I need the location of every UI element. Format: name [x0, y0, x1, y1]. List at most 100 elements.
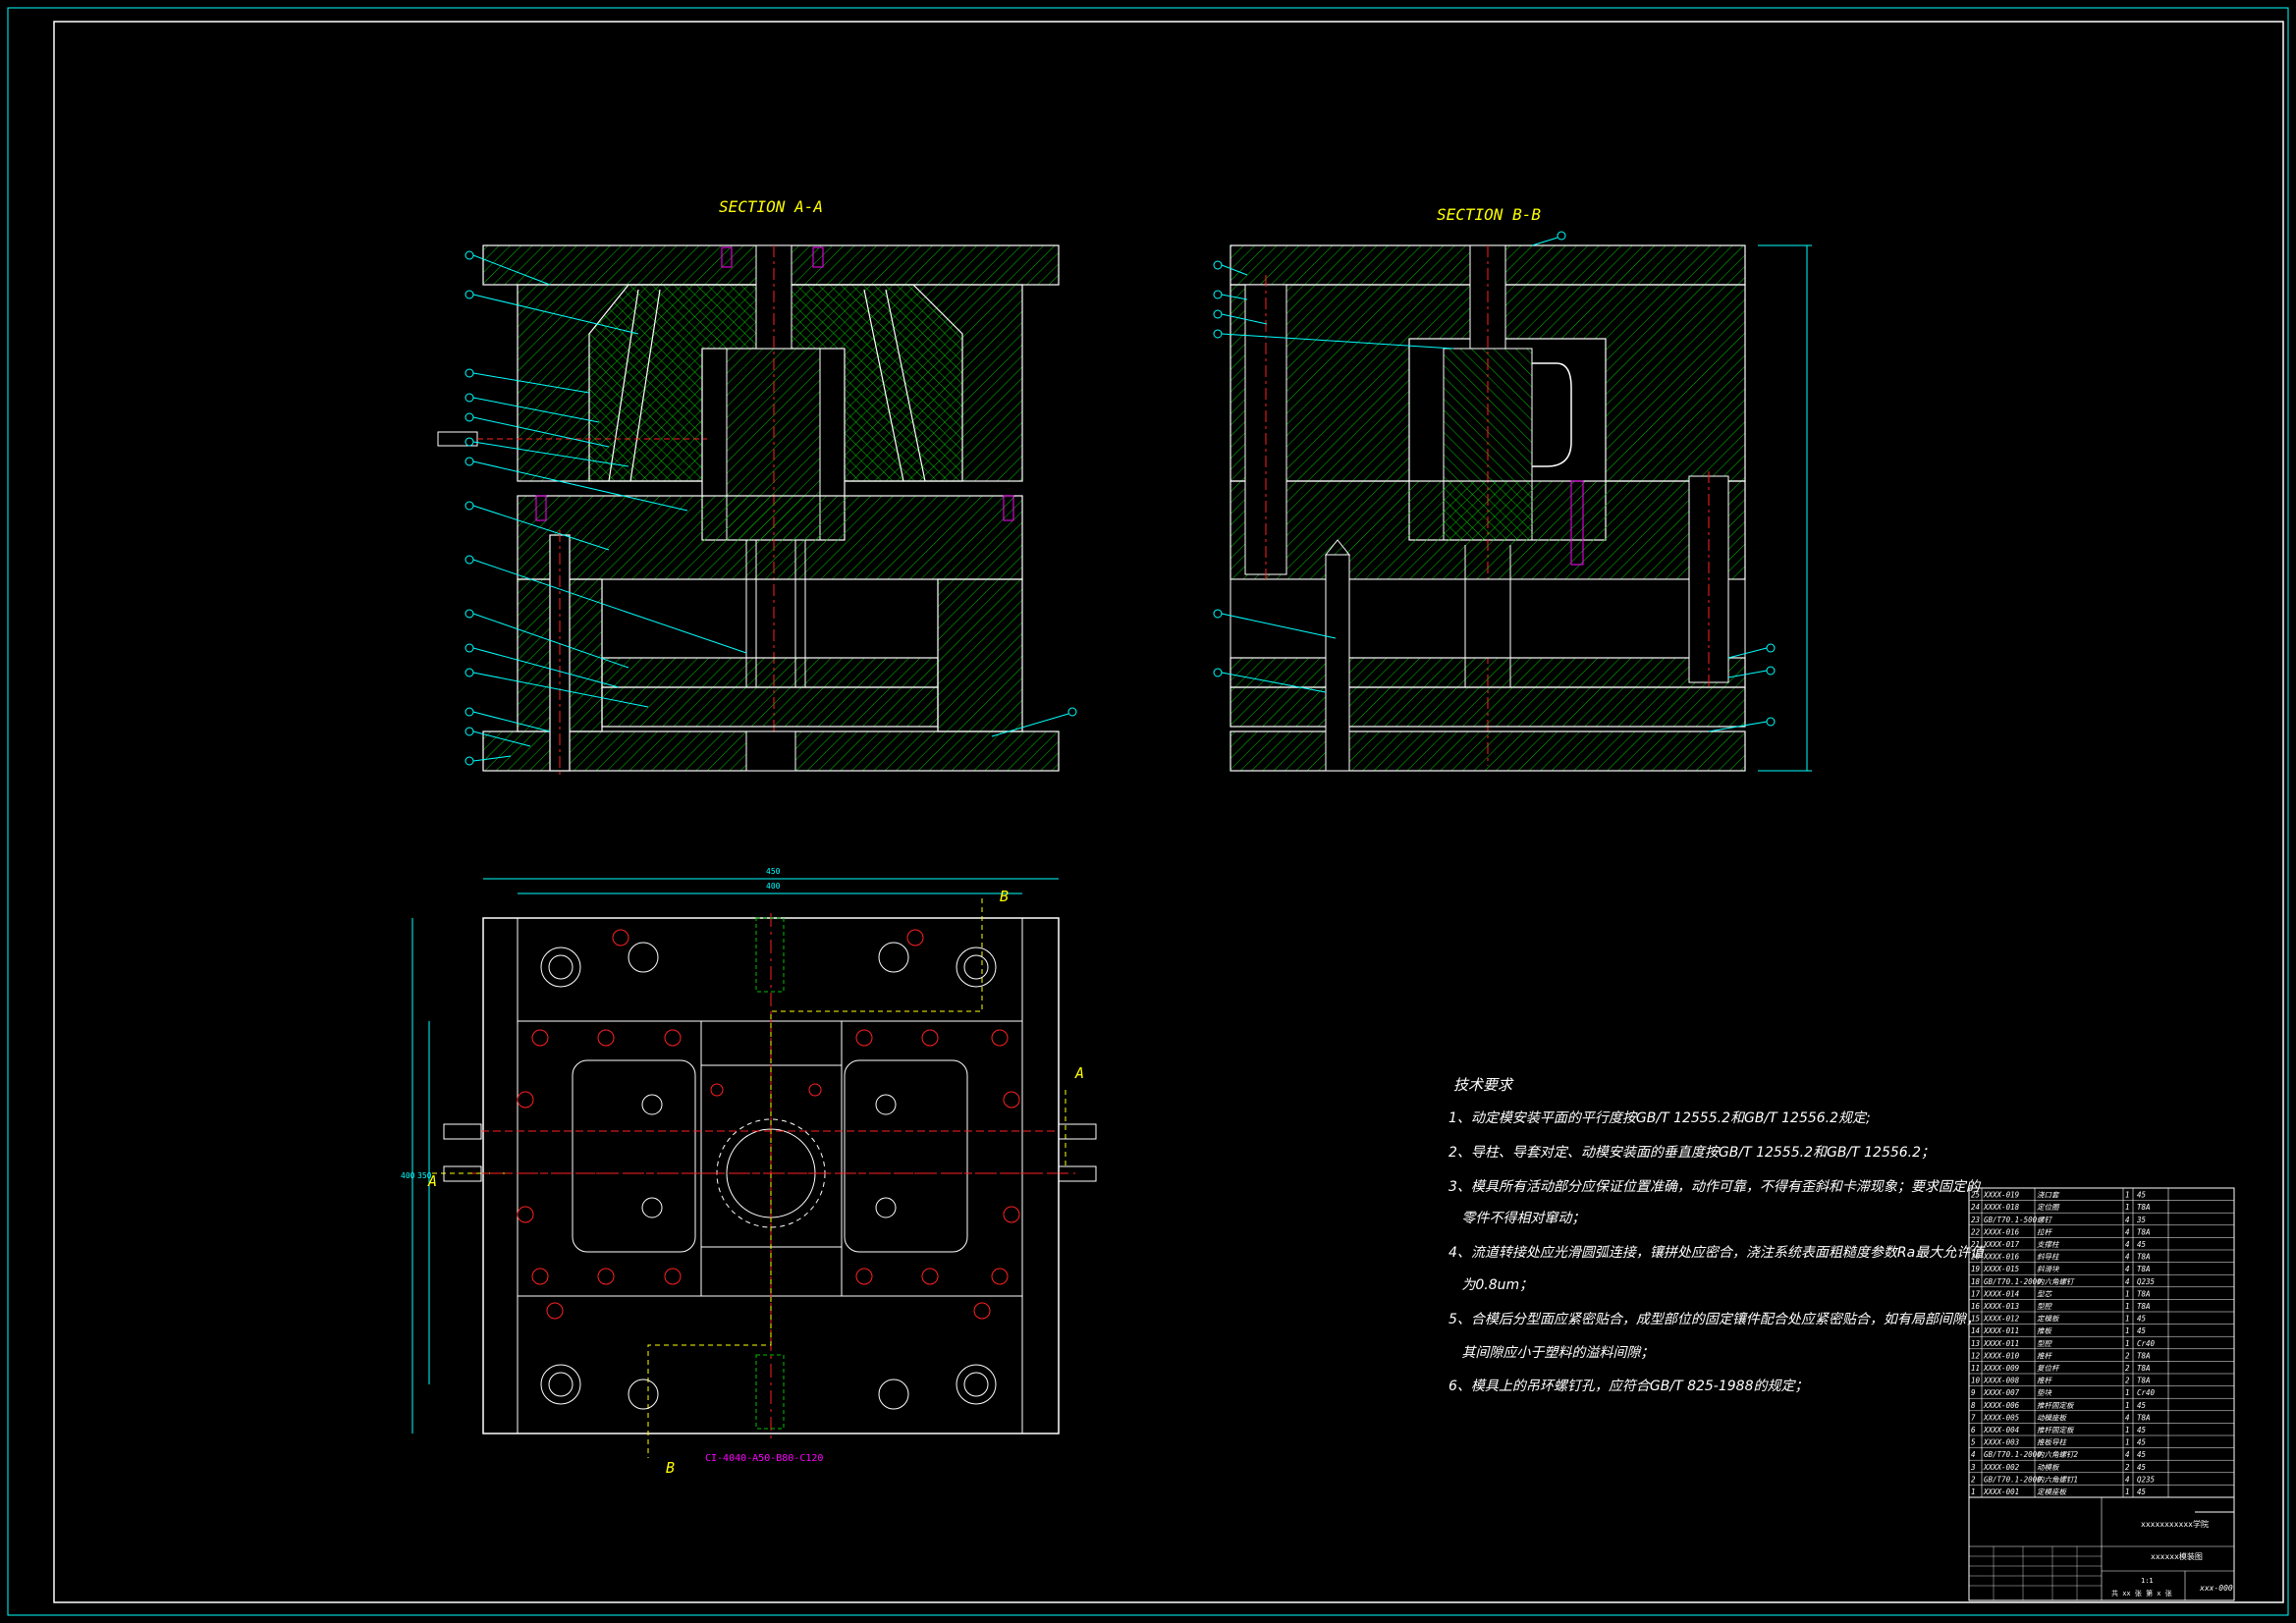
- bom-cell: XXXX-014: [1983, 1289, 2019, 1298]
- bom-cell: 型腔: [2037, 1339, 2053, 1348]
- bom-cell: 6: [1971, 1426, 1976, 1434]
- bom-cell: 型腔: [2037, 1302, 2053, 1311]
- note-line-3: 3、模具所有活动部分应保证位置准确，动作可靠，不得有歪斜和卡滞现象；要求固定的: [1449, 1179, 1982, 1195]
- bom-cell: 45: [2137, 1438, 2147, 1447]
- bom-cell: 24: [1971, 1203, 1980, 1212]
- bom-cell: 型芯: [2037, 1289, 2053, 1298]
- bom-cell: 内六角螺钉2: [2037, 1450, 2078, 1459]
- bom-cell: T8A: [2137, 1351, 2151, 1360]
- bom-cell: 拉杆: [2037, 1227, 2053, 1236]
- bom-cell: 推杆: [2037, 1377, 2053, 1385]
- title-company: xxxxxxxxxxx学院: [2141, 1519, 2209, 1529]
- inner-frame: [53, 21, 2284, 1603]
- bom-cell: 垫块: [2037, 1388, 2052, 1397]
- bom-cell: 7: [1971, 1413, 1976, 1422]
- bom-cell: 20: [1971, 1253, 1981, 1262]
- title-block: xxxxxxxxxxx学院 xxxxxx模装图 xxx-000 共 xx 张 第…: [1968, 1496, 2235, 1601]
- bom-cell: 2: [1971, 1475, 1976, 1484]
- note-line-9: 6、模具上的吊环螺钉孔，应符合GB/T 825-1988的规定；: [1449, 1379, 1808, 1394]
- bom-cell: 16: [1971, 1302, 1981, 1311]
- bom-cell: XXXX-002: [1983, 1463, 2020, 1472]
- bom-cell: 推杆固定板: [2037, 1401, 2075, 1410]
- bom-cell: 内六角螺钉: [2037, 1277, 2075, 1286]
- bom-cell: XXXX-016: [1983, 1253, 2020, 1262]
- section-a-title: SECTION A-A: [719, 197, 823, 216]
- bom-cell: 9: [1971, 1388, 1976, 1397]
- bom-cell: XXXX-011: [1983, 1326, 2019, 1335]
- bom-cell: Q235: [2137, 1277, 2156, 1286]
- bom-cell: 定位圈: [2037, 1203, 2060, 1212]
- bom-cell: GB/T70.1-500: [1984, 1216, 2038, 1224]
- bom-cell: GB/T70.1-2000: [1984, 1475, 2042, 1484]
- bom-cell: 23: [1971, 1216, 1981, 1224]
- bom-cell: 45: [2137, 1450, 2147, 1459]
- mold-base-spec: CI-4040-A50-B80-C120: [705, 1453, 823, 1464]
- dim-400-v: 400: [401, 1171, 415, 1180]
- bom-cell: 复位杆: [2037, 1364, 2060, 1373]
- bom-cell: 11: [1971, 1364, 1980, 1373]
- note-line-6: 为0.8um；: [1449, 1277, 1533, 1293]
- bom-cell: 13: [1971, 1339, 1981, 1348]
- bom-cell: 14: [1971, 1326, 1980, 1335]
- note-line-5: 4、流道转接处应光滑圆弧连接，镶拼处应密合，浇注系统表面粗糙度参数Ra最大允许值: [1449, 1245, 1986, 1261]
- bom-cell: 35: [2136, 1216, 2147, 1224]
- section-a-a-view: SECTION A-A: [437, 197, 1077, 776]
- bom-cell: T8A: [2137, 1253, 2151, 1262]
- bom-cell: 1: [2125, 1401, 2130, 1410]
- bom-cell: 推板导柱: [2037, 1438, 2067, 1447]
- bom-cell: 1: [2125, 1339, 2130, 1348]
- bom-cell: 4: [2125, 1475, 2130, 1484]
- cut-b-top-label: B: [1000, 888, 1009, 905]
- bom-cell: 支撑柱: [2037, 1240, 2060, 1249]
- bom-cell: XXXX-007: [1983, 1388, 2020, 1397]
- bom-cell: XXXX-015: [1983, 1265, 2020, 1273]
- notes-heading: 技术要求: [1453, 1076, 1514, 1094]
- bom-cell: 22: [1971, 1227, 1981, 1236]
- bom-cell: XXXX-013: [1983, 1302, 2020, 1311]
- bom-cell: 定模座板: [2037, 1488, 2067, 1496]
- bom-cell: XXXX-008: [1983, 1377, 2020, 1385]
- note-line-1: 1、动定模安装平面的平行度按GB/T 12555.2和GB/T 12556.2规…: [1449, 1110, 1871, 1126]
- bom-cell: 45: [2137, 1326, 2147, 1335]
- section-b-b-view: SECTION B-B: [1213, 205, 1812, 772]
- bom-cell: 18: [1971, 1277, 1981, 1286]
- bom-cell: 定模板: [2037, 1315, 2060, 1324]
- bom-cell: 1: [2125, 1326, 2130, 1335]
- bom-cell: 1: [2125, 1203, 2130, 1212]
- bom-cell: 10: [1971, 1377, 1981, 1385]
- cut-b-bottom-label: B: [666, 1459, 675, 1477]
- bom-cell: 17: [1971, 1289, 1981, 1298]
- dim-400: 400: [766, 882, 781, 891]
- bom-cell: 1: [2125, 1302, 2130, 1311]
- bom-cell: 1: [2125, 1289, 2130, 1298]
- bom-cell: 5: [1971, 1438, 1976, 1447]
- bom-cell: T8A: [2137, 1203, 2151, 1212]
- bom-cell: 45: [2137, 1401, 2147, 1410]
- title-scale: 1:1: [2141, 1577, 2154, 1585]
- bom-cell: 1: [2125, 1488, 2130, 1496]
- bom-cell: GB/T70.1-2000: [1984, 1277, 2042, 1286]
- outer-frame: [7, 7, 2289, 1616]
- bom-cell: 45: [2137, 1240, 2147, 1249]
- bom-cell: 4: [2125, 1265, 2130, 1273]
- bom-cell: 推板: [2037, 1326, 2053, 1335]
- technical-notes: 技术要求 1、动定模安装平面的平行度按GB/T 12555.2和GB/T 125…: [1449, 1076, 1986, 1394]
- bom-cell: 45: [2137, 1488, 2147, 1496]
- cut-a-right-label: A: [1074, 1064, 1084, 1082]
- bom-cell: 1: [2125, 1438, 2130, 1447]
- bom-cell: 45: [2137, 1191, 2147, 1200]
- bom-cell: Cr40: [2137, 1339, 2156, 1348]
- bom-cell: XXXX-016: [1983, 1227, 2020, 1236]
- bom-cell: 19: [1971, 1265, 1981, 1273]
- bom-cell: 2: [2125, 1377, 2130, 1385]
- bom-cell: 4: [2125, 1413, 2130, 1422]
- dim-350-v: 350: [417, 1171, 432, 1180]
- bom-cell: 斜导柱: [2037, 1253, 2060, 1262]
- bom-cell: 25: [1971, 1191, 1981, 1200]
- bom-cell: 1: [2125, 1191, 2130, 1200]
- bom-cell: XXXX-012: [1983, 1315, 2020, 1324]
- bom-cell: T8A: [2137, 1227, 2151, 1236]
- cut-a-left-label: A: [427, 1172, 437, 1190]
